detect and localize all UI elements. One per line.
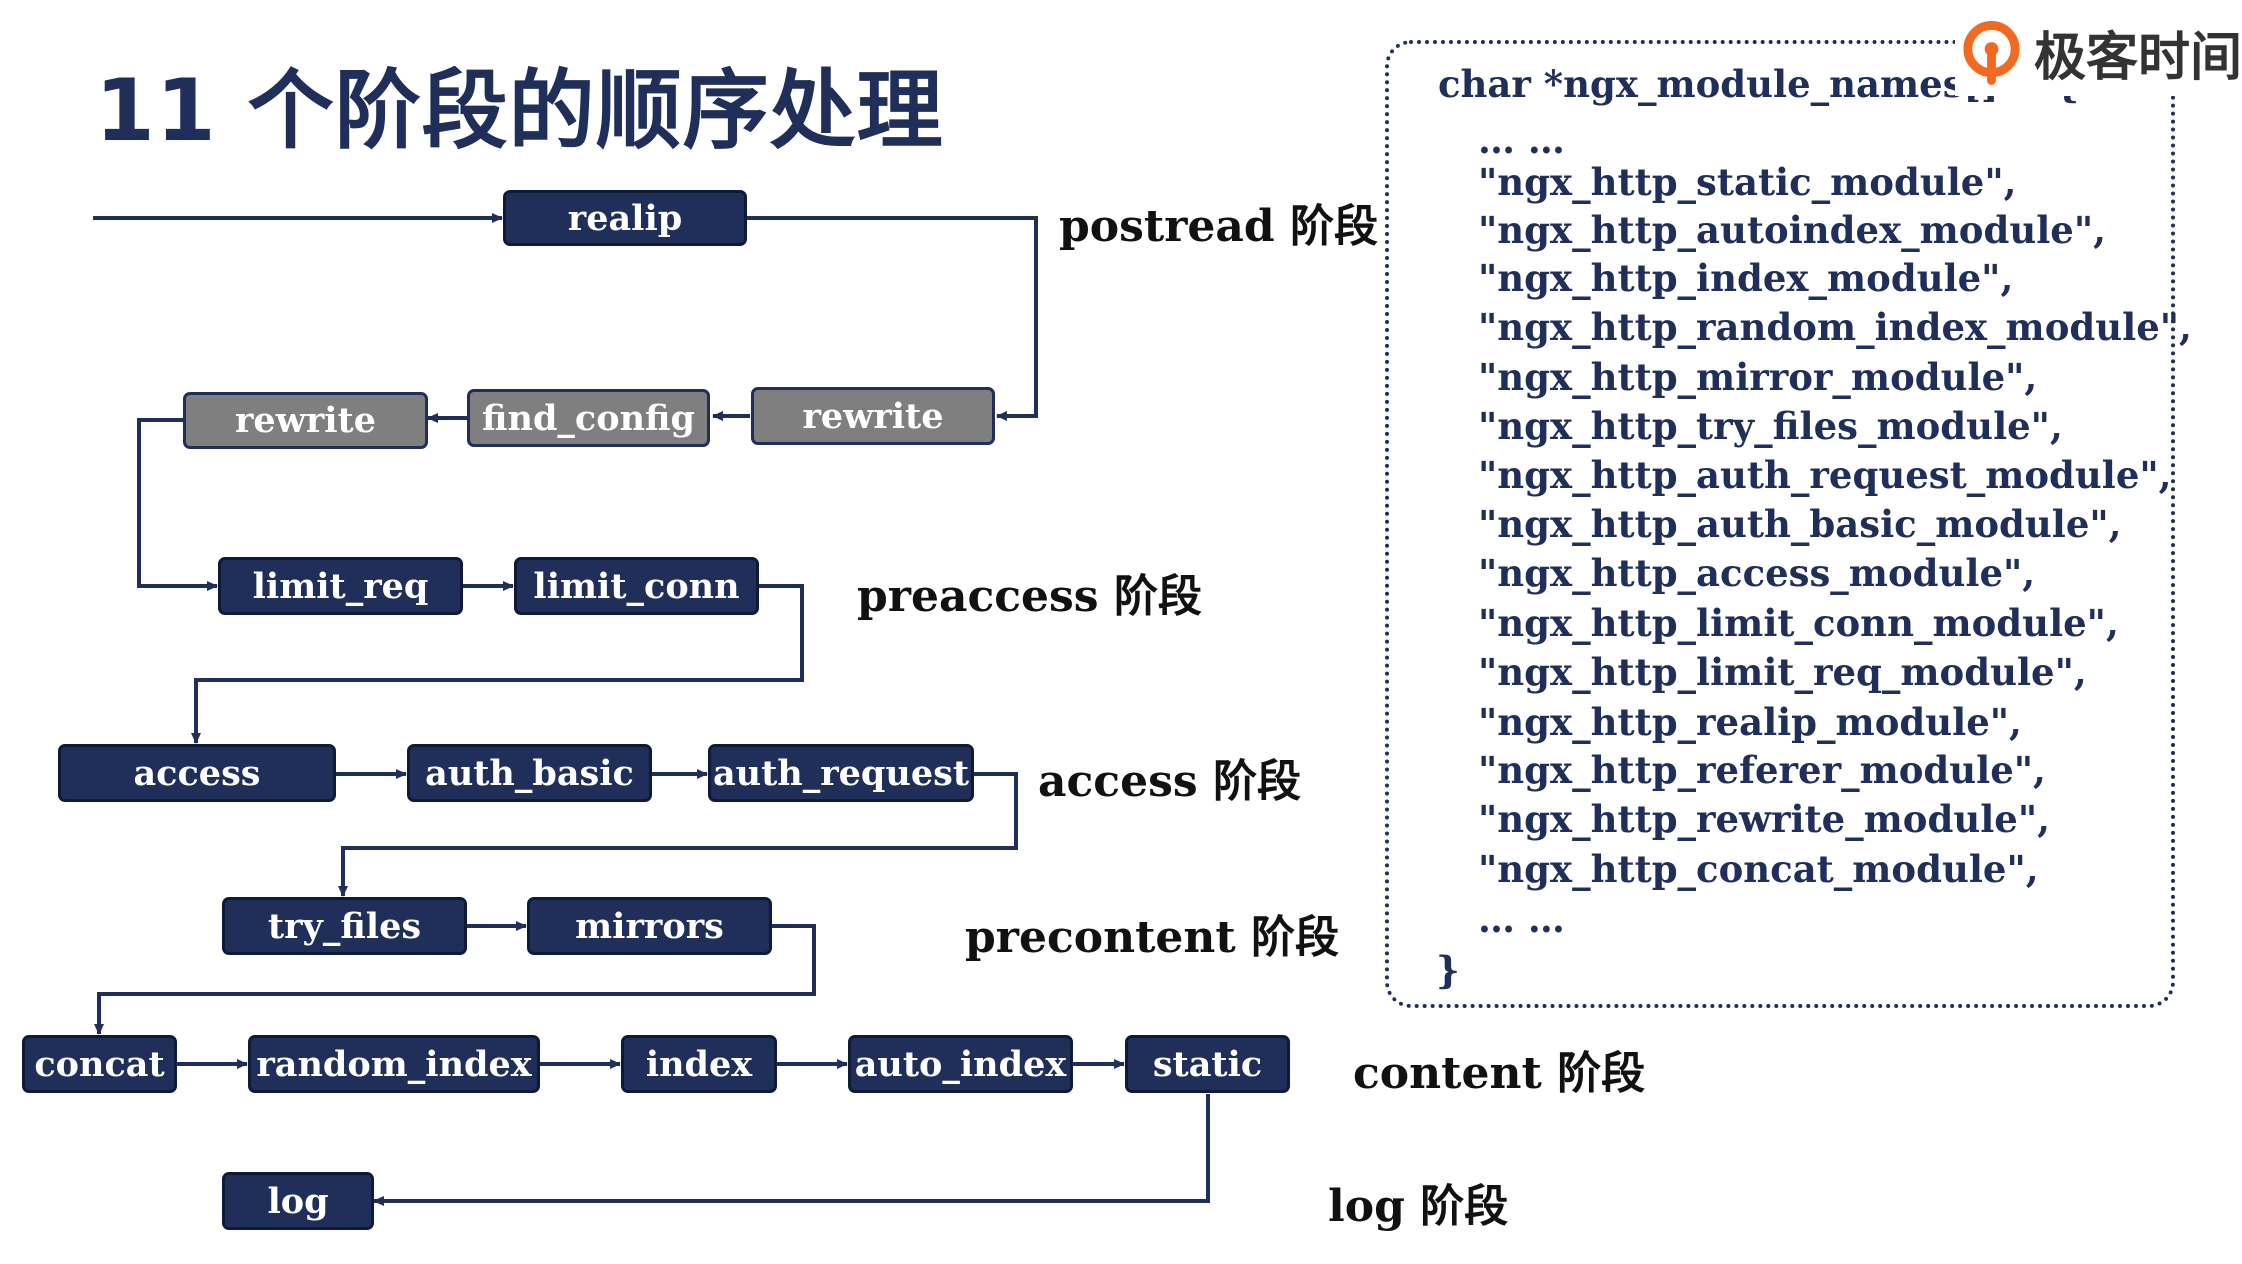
node-concat: concat (22, 1035, 177, 1093)
code-module-entry: "ngx_http_concat_module", (1478, 847, 2039, 891)
connector-mirrors-concat (94, 924, 816, 1035)
code-module-entry: "ngx_http_random_index_module", (1478, 305, 2192, 349)
phase-label-precontent: precontent 阶段 (965, 912, 1340, 963)
node-realip: realip (503, 190, 747, 246)
code-module-entry: "ngx_http_try_files_module", (1478, 404, 2063, 448)
code-module-entry: "ngx_http_auth_basic_module", (1478, 502, 2122, 546)
code-module-entry: "ngx_http_realip_module", (1478, 700, 2022, 744)
code-module-entry: "ngx_http_access_module", (1478, 551, 2036, 595)
code-module-entry: "ngx_http_auth_request_module", (1478, 453, 2172, 497)
code-module-entry: "ngx_http_mirror_module", (1478, 355, 2038, 399)
connector-realip-rewrite (745, 216, 1038, 421)
node-access: access (58, 744, 336, 802)
slide-title: 11 个阶段的顺序处理 (95, 61, 944, 161)
code-ellipsis-line: … … (1478, 897, 1565, 941)
node-static: static (1125, 1035, 1290, 1093)
code-ellipsis-line: … … (1478, 118, 1565, 162)
node-rewrite-location: rewrite (183, 392, 428, 449)
code-module-entry: "ngx_http_referer_module", (1478, 748, 2046, 792)
node-limit-conn: limit_conn (514, 557, 759, 615)
phase-label-preaccess: preaccess 阶段 (857, 571, 1202, 622)
node-mirrors: mirrors (527, 897, 772, 955)
code-closing-brace: } (1436, 948, 1460, 992)
node-auto-index: auto_index (848, 1035, 1073, 1093)
connector-static-log (373, 1094, 1210, 1206)
phase-label-log: log 阶段 (1328, 1181, 1509, 1232)
node-find-config: find_config (467, 389, 710, 447)
brand-watermark: 极客时间 (1955, 8, 2242, 96)
brand-name: 极客时间 (2033, 27, 2242, 88)
node-random-index: random_index (248, 1035, 540, 1093)
node-index: index (621, 1035, 777, 1093)
code-module-entry: "ngx_http_static_module", (1478, 160, 2017, 204)
code-module-entry: "ngx_http_index_module", (1478, 256, 2014, 300)
node-log: log (222, 1172, 374, 1230)
connector-authrequest-tryfiles (338, 772, 1018, 897)
node-auth-basic: auth_basic (407, 744, 652, 802)
geektime-logo-icon (1963, 20, 2020, 85)
code-module-entry: "ngx_http_autoindex_module", (1478, 208, 2106, 252)
module-names-code-box (1385, 40, 2175, 1008)
node-auth-request: auth_request (708, 744, 974, 802)
phase-label-postread: postread 阶段 (1059, 201, 1378, 252)
node-try-files: try_files (222, 897, 467, 955)
connector-rewrite-limitreq (137, 418, 218, 591)
code-module-entry: "ngx_http_rewrite_module", (1478, 797, 2050, 841)
node-limit-req: limit_req (218, 557, 463, 615)
node-rewrite-server: rewrite (751, 387, 995, 445)
phase-label-content: content 阶段 (1353, 1048, 1646, 1099)
code-module-entry: "ngx_http_limit_conn_module", (1478, 601, 2119, 645)
phase-label-access: access 阶段 (1038, 756, 1301, 807)
connector-limitconn-access (191, 584, 804, 744)
code-module-entry: "ngx_http_limit_req_module", (1478, 650, 2087, 694)
